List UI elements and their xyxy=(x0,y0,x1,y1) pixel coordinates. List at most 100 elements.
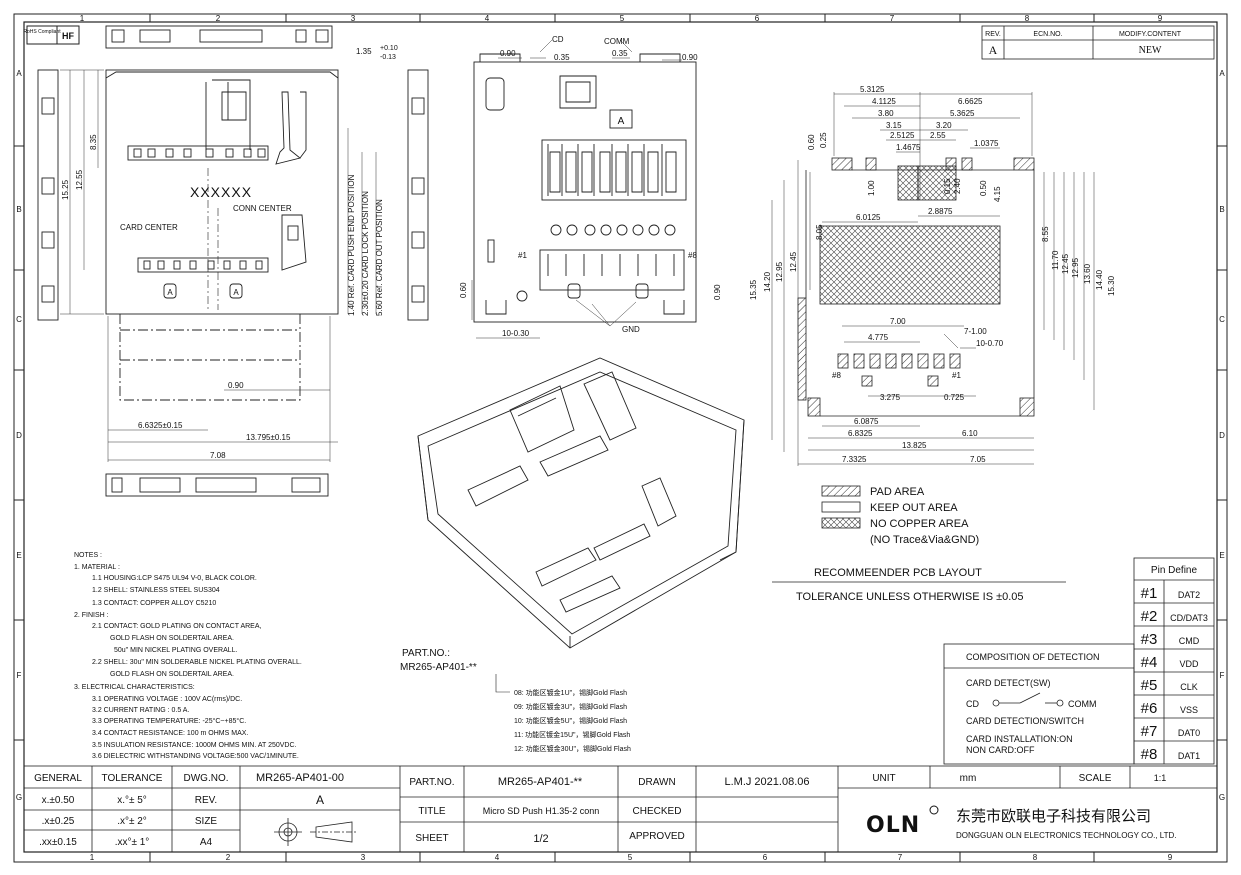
rev-value: A xyxy=(989,43,998,57)
legend-keepout: KEEP OUT AREA xyxy=(870,502,958,514)
row-label: E xyxy=(16,551,21,560)
pin-name: VSS xyxy=(1180,705,1198,715)
border-column-labels: 1 2 3 4 5 6 7 8 9 1 2 3 4 5 6 7 8 9 xyxy=(80,14,1173,862)
row-label: D xyxy=(16,431,22,440)
pos-out: 5.60 Ref. CARD OUT POSITION xyxy=(375,199,384,316)
svg-text:2.5125: 2.5125 xyxy=(890,131,915,140)
note-line: 3.6 DIELECTRIC WITHSTANDING VOLTAGE:500 … xyxy=(92,753,299,760)
gnd-label: GND xyxy=(622,325,640,334)
part-no-label: PART.NO. xyxy=(409,777,454,788)
svg-text:6.10: 6.10 xyxy=(962,429,978,438)
col-label: 5 xyxy=(620,14,625,23)
pin-name: DAT0 xyxy=(1178,728,1200,738)
svg-text:7.3325: 7.3325 xyxy=(842,455,867,464)
svg-text:4.15: 4.15 xyxy=(993,186,1002,202)
tol-angular: .x°± 2° xyxy=(117,816,147,827)
dim-1525: 15.25 xyxy=(61,179,70,200)
company-name-cn: 东莞市欧联电子科技有限公司 xyxy=(956,807,1151,825)
front-view: A A xyxy=(37,25,429,497)
svg-text:0.25: 0.25 xyxy=(819,132,828,148)
pin-no: #6 xyxy=(1141,700,1158,717)
pcb-legend: PAD AREA KEEP OUT AREA NO COPPER AREA (N… xyxy=(772,485,1066,603)
svg-text:1.35: 1.35 xyxy=(356,47,372,56)
pcb-layout xyxy=(797,157,1035,417)
pin-name: CLK xyxy=(1180,682,1198,692)
svg-text:13.825: 13.825 xyxy=(902,441,927,450)
pos-end: 1.40 Ref. CARD PUSH END POSITION xyxy=(347,174,356,316)
note-line: 3.3 OPERATING TEMPERATURE: -25°C~+85°C. xyxy=(92,717,246,725)
note-line: 3.5 INSULATION RESISTANCE: 1000M OHMS MI… xyxy=(92,742,297,749)
tol-angular: x.°± 5° xyxy=(117,795,147,806)
pcb-tolerance: TOLERANCE UNLESS OTHERWISE IS ±0.05 xyxy=(796,591,1024,603)
svg-text:2.55: 2.55 xyxy=(930,131,946,140)
tol-linear: .x±0.25 xyxy=(42,816,75,827)
projection-symbol-icon xyxy=(274,818,358,846)
company-logo: OLN xyxy=(866,805,939,838)
compliance-badges: RoHS Compliant HF xyxy=(23,25,80,45)
drawn-value: L.M.J 2021.08.06 xyxy=(724,776,809,788)
svg-text:12.45: 12.45 xyxy=(789,251,798,272)
dim-1255: 12.55 xyxy=(75,169,84,190)
tol-linear: .xx±0.15 xyxy=(39,837,77,848)
svg-text:11.70: 11.70 xyxy=(1051,250,1060,270)
svg-text:12.95: 12.95 xyxy=(1071,257,1080,278)
svg-text:6.0125: 6.0125 xyxy=(856,213,881,222)
border-row-labels: A B C D E F G A B C D E F G xyxy=(16,69,1225,802)
svg-text:6.0875: 6.0875 xyxy=(854,417,879,426)
note-line: GOLD FLASH ON SOLDERTAIL AREA. xyxy=(110,635,234,642)
notes-block: NOTES : 1. MATERIAL : 1.1 HOUSING:LCP S4… xyxy=(74,552,302,760)
row-label: A xyxy=(1219,69,1225,78)
rev-header: REV. xyxy=(985,31,1001,38)
note-line: 3.1 OPERATING VOLTAGE : 100V AC(rms)/DC. xyxy=(92,696,242,703)
company-name-en: DONGGUAN OLN ELECTRONICS TECHNOLOGY CO.,… xyxy=(956,831,1176,840)
detection-line1: CARD DETECT(SW) xyxy=(966,678,1051,688)
dim-090-front: 0.90 xyxy=(228,381,244,390)
title-value: Micro SD Push H1.35-2 conn xyxy=(483,806,600,816)
pin-name: CD/DAT3 xyxy=(1170,613,1208,623)
svg-text:2.40: 2.40 xyxy=(953,178,962,194)
svg-text:3.20: 3.20 xyxy=(936,121,952,130)
svg-text:13.60: 13.60 xyxy=(1083,263,1092,284)
row-label: G xyxy=(1219,793,1225,802)
pin-no: #8 xyxy=(1141,746,1158,763)
rohs-badge: RoHS Compliant xyxy=(23,29,61,35)
dim-66325: 6.6325±0.15 xyxy=(138,421,183,430)
dim-090b: 0.90 xyxy=(682,53,698,62)
svg-text:0.725: 0.725 xyxy=(944,393,965,402)
part-option: 12: 功能区镀金30U"，锡脚Gold Flash xyxy=(514,744,631,753)
col-label: 4 xyxy=(485,14,490,23)
title-label: TITLE xyxy=(418,806,446,817)
tol-angular: .xx°± 1° xyxy=(115,837,150,848)
col-label: 2 xyxy=(226,853,231,862)
svg-text:15.35: 15.35 xyxy=(749,279,758,300)
note-line: 3. ELECTRICAL CHARACTERISTICS: xyxy=(74,684,195,691)
revision-table xyxy=(981,25,1215,60)
svg-text:4.1125: 4.1125 xyxy=(872,97,896,106)
side-height-dim: 1.35 +0.10 -0.13 xyxy=(356,45,398,61)
svg-text:5.3125: 5.3125 xyxy=(860,85,885,94)
svg-text:5.3625: 5.3625 xyxy=(950,109,975,118)
dim-060-top: 0.60 xyxy=(459,282,468,298)
svg-text:3.15: 3.15 xyxy=(886,121,902,130)
row-label: G xyxy=(16,793,22,802)
dim-035a: 0.35 xyxy=(554,53,570,62)
pin-no: #1 xyxy=(1141,585,1158,602)
legend-pad: PAD AREA xyxy=(870,486,925,498)
pcb-caption: RECOMMEENDER PCB LAYOUT xyxy=(814,567,982,579)
detection-line4: CARD INSTALLATION:ON xyxy=(966,734,1073,744)
dim-090c: 0.90 xyxy=(713,284,722,300)
pin-name: VDD xyxy=(1179,659,1199,669)
pin-name: DAT2 xyxy=(1178,590,1200,600)
approved-label: APPROVED xyxy=(629,831,685,842)
pin-define-table xyxy=(1133,557,1215,765)
svg-text:1.00: 1.00 xyxy=(867,180,876,196)
svg-text:1.0375: 1.0375 xyxy=(974,139,999,148)
svg-text:-0.13: -0.13 xyxy=(380,54,396,61)
dwg-no: MR265-AP401-00 xyxy=(256,772,344,784)
note-line: 2.1 CONTACT: GOLD PLATING ON CONTACT ARE… xyxy=(92,623,262,630)
unit-label: UNIT xyxy=(872,773,895,784)
svg-text:8.05: 8.05 xyxy=(815,224,824,240)
svg-text:10-0.70: 10-0.70 xyxy=(976,339,1004,348)
pin-no: #4 xyxy=(1141,654,1158,671)
